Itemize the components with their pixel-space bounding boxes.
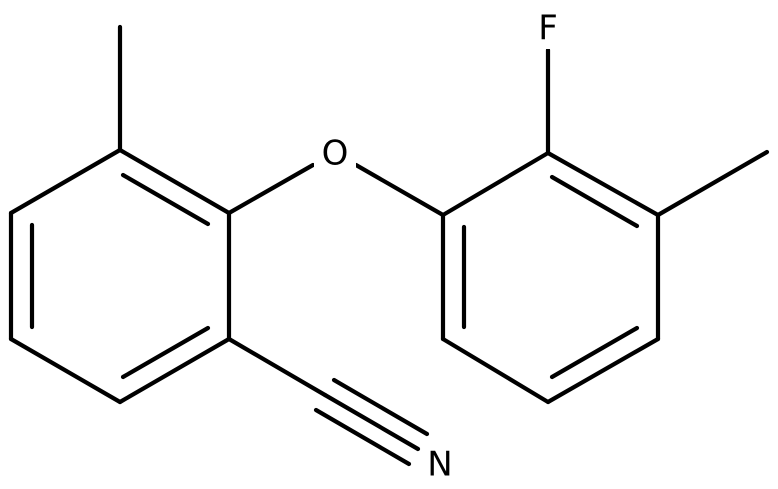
oxygen-label-background (314, 136, 356, 176)
nitrogen-atom-label: N (427, 445, 452, 485)
bond-triple-2 (331, 377, 430, 437)
bond-oxygen-to-ring2 (353, 162, 446, 218)
bond-ring1-c1-c2 (117, 147, 232, 216)
bond-ring2-c5-c6 (440, 336, 551, 405)
bond-ring1-c4-c5 (8, 336, 123, 405)
bond-triple-3 (313, 407, 412, 467)
nitrogen-label-background (421, 446, 459, 484)
bond-triple-1 (322, 392, 421, 452)
ether-linkage (226, 162, 446, 218)
oxygen-atom-label: O (322, 134, 349, 174)
bond-ring2-c1-c2 (440, 150, 551, 218)
right-substituents (545, 47, 770, 218)
bond-ring1-to-oxygen (226, 162, 316, 216)
right-benzene-ring (440, 150, 661, 405)
bond-ring1-c1-c2-inner (120, 172, 211, 227)
bond-ring1-c3-c4-inner (120, 325, 211, 380)
bond-ring2-c2-c3-inner (549, 174, 640, 229)
bond-ring2-c2-c3 (545, 150, 661, 218)
bond-ring-to-nitrile-carbon (226, 336, 328, 398)
fluorine-atom-label: F (538, 9, 558, 49)
nitrile-group (226, 336, 430, 467)
bond-ring1-c6-c1 (8, 147, 123, 216)
bond-ring2-c4-c5 (545, 336, 661, 405)
fluorine-label-background (532, 11, 566, 49)
bond-ring2-c4-c5-inner (549, 325, 640, 380)
bond-ring1-c3-c4 (117, 336, 232, 405)
atom-labels: O F N (314, 9, 566, 485)
left-benzene-ring (8, 147, 232, 405)
bond-right-methyl (655, 149, 770, 218)
